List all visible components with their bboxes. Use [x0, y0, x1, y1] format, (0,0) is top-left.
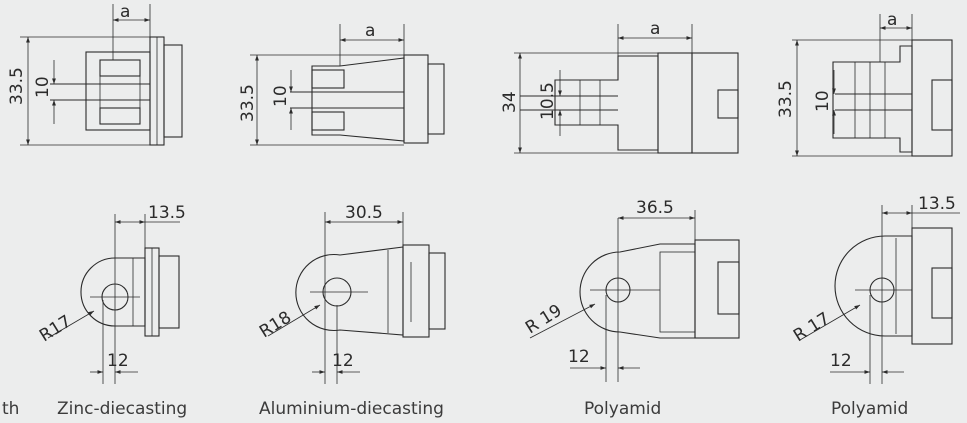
dim-radius-3: R 19 — [522, 301, 566, 339]
dim-length-4: 13.5 — [918, 194, 956, 214]
dim-radius-1: R17 — [36, 312, 75, 347]
caption-polyamid-1: Polyamid — [584, 399, 661, 419]
top-view-aluminium: 33.5 10 a — [238, 21, 445, 146]
dim-bore-2: 12 — [332, 351, 354, 371]
dim-a-2: a — [365, 21, 375, 41]
dim-a-1: a — [120, 2, 130, 22]
dim-slot-4: 10 — [813, 90, 833, 112]
caption-left-partial: th — [2, 399, 19, 419]
caption-zinc-diecasting: Zinc-diecasting — [57, 399, 187, 419]
side-view-polyamid-1: 36.5 R 19 12 — [522, 198, 740, 382]
caption-polyamid-2: Polyamid — [831, 399, 908, 419]
top-view-polyamid-2: 33.5 10 a — [776, 10, 953, 157]
dim-radius-4: R 17 — [790, 309, 834, 347]
dim-slot-2: 10 — [271, 85, 291, 107]
dim-bore-1: 12 — [107, 351, 129, 371]
dim-a-3: a — [650, 19, 660, 39]
top-view-zinc: 33.5 10 a — [7, 2, 183, 146]
top-view-polyamid-1: 34 10.5 a — [500, 19, 739, 154]
dim-height-4: 33.5 — [776, 80, 796, 118]
side-view-aluminium: 30.5 R18 12 — [256, 203, 446, 384]
dim-bore-3: 12 — [568, 347, 590, 367]
dim-length-3: 36.5 — [636, 198, 674, 218]
dim-bore-4: 12 — [830, 351, 852, 371]
dim-radius-2: R18 — [256, 308, 295, 343]
side-view-polyamid-2: 13.5 R 17 12 — [790, 194, 960, 384]
dim-height-3: 34 — [500, 91, 520, 113]
dim-height-1: 33.5 — [7, 67, 27, 105]
side-view-zinc: 13.5 R17 12 — [36, 203, 186, 384]
dim-height-2: 33.5 — [238, 84, 258, 122]
dim-slot-1: 10 — [33, 76, 53, 98]
dim-slot-3: 10.5 — [538, 82, 558, 120]
dim-length-1: 13.5 — [148, 203, 186, 223]
caption-aluminium-diecasting: Aluminium-diecasting — [259, 399, 444, 419]
dim-length-2: 30.5 — [345, 203, 383, 223]
dim-a-4: a — [887, 10, 897, 30]
